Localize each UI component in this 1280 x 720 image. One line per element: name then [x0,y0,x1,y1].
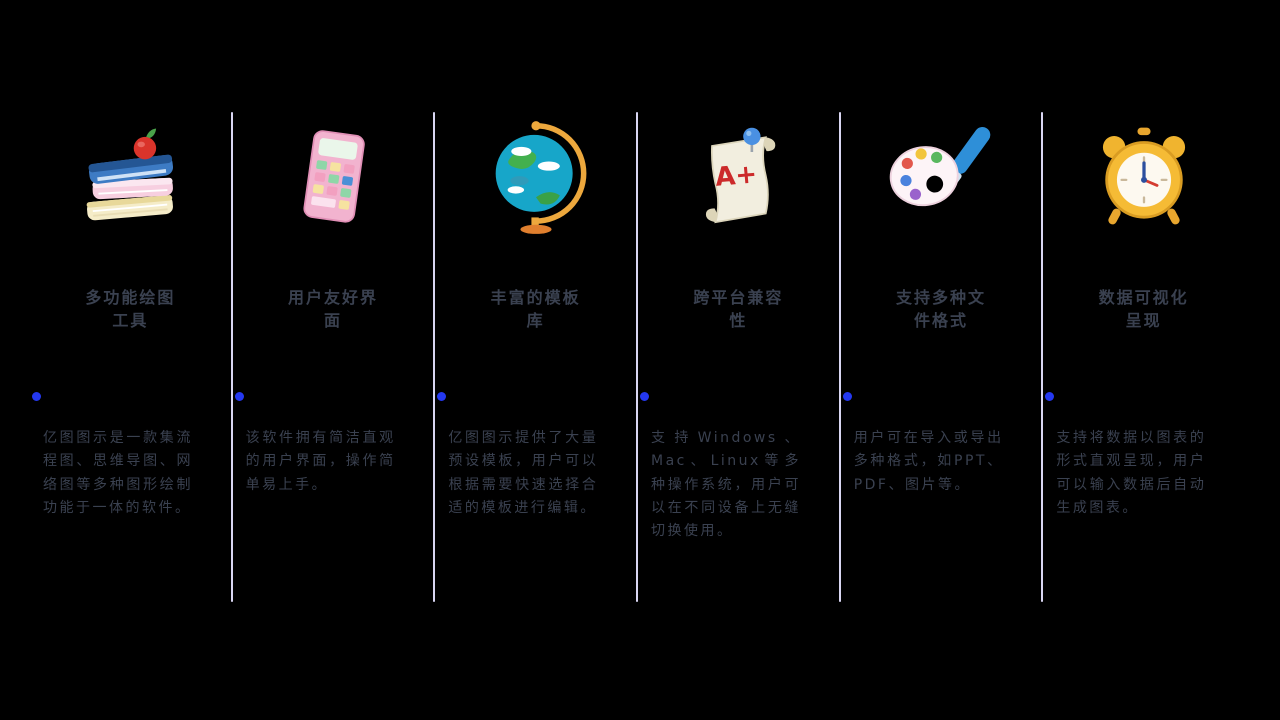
feature-description: 支持将数据以图表的形式直观呈现，用户可以输入数据后自动生成图表。 [1056,430,1207,516]
column-divider [433,112,436,602]
column-divider [636,112,639,602]
feature-column-6: 数据可视化呈现 支持将数据以图表的形式直观呈现，用户可以输入数据后自动生成图表。 [1043,112,1244,720]
feature-title: 多功能绘图工具 [85,288,176,331]
feature-description: 用户可在导入或导出多种格式，如PPT、PDF、图片等。 [853,430,1004,493]
feature-column-1: 多功能绘图工具 亿图图示是一款集流程图、思维导图、网络图等多种图形绘制功能于一体… [30,112,231,720]
column-divider [1041,112,1044,602]
feature-title: 跨平台兼容性 [693,288,784,331]
bullet-dot [437,392,447,402]
books-apple-icon [30,112,231,244]
column-divider [230,112,233,602]
feature-title: 丰富的模板库 [490,288,581,331]
alarm-clock-icon [1043,112,1244,244]
feature-description: 该软件拥有简洁直观的用户界面，操作简单易上手。 [245,430,396,493]
bullet-dot [32,392,41,402]
calculator-icon [233,112,434,244]
column-divider [838,112,841,602]
scroll-grade-icon: A+ [638,112,839,244]
svg-text:A+: A+ [714,159,758,193]
globe-icon [435,112,636,244]
feature-column-4: A+ 跨平台兼容性 支持Windows、Mac、Linux等多种操作系统，用户可… [638,112,839,720]
feature-column-5: 支持多种文件格式 用户可在导入或导出多种格式，如PPT、PDF、图片等。 [841,112,1042,720]
feature-column-3: 丰富的模板库 亿图图示提供了大量预设模板，用户可以根据需要快速选择合适的模板进行… [435,112,636,720]
feature-title: 数据可视化呈现 [1098,288,1189,331]
feature-description: 支持Windows、Mac、Linux等多种操作系统，用户可以在不同设备上无缝切… [651,430,802,539]
bullet-dot [1045,392,1055,402]
bullet-dot [234,392,244,402]
feature-column-2: 用户友好界面 该软件拥有简洁直观的用户界面，操作简单易上手。 [233,112,434,720]
feature-title: 用户友好界面 [287,288,378,331]
feature-title: 支持多种文件格式 [896,288,987,331]
feature-description: 亿图图示是一款集流程图、思维导图、网络图等多种图形绘制功能于一体的软件。 [43,430,193,516]
bullet-dot [842,392,852,402]
bullet-dot [640,392,650,402]
feature-description: 亿图图示提供了大量预设模板，用户可以根据需要快速选择合适的模板进行编辑。 [448,430,599,516]
palette-brush-icon [841,112,1042,244]
